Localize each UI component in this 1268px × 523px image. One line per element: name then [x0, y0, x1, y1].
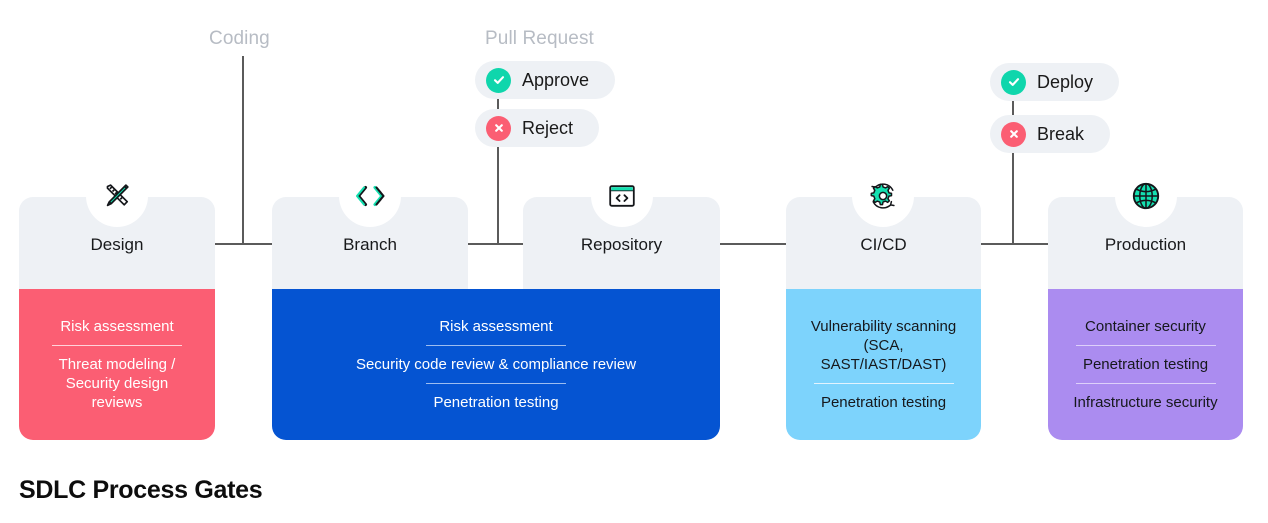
gate-separator: [813, 383, 954, 385]
gate-item: Vulnerability scanning (SCA, SAST/IAST/D…: [810, 317, 957, 373]
pill-break[interactable]: Break: [990, 115, 1111, 153]
pill-label-approve: Approve: [522, 69, 590, 90]
connector-coding-vertical: [242, 56, 244, 244]
code-window-icon: [596, 170, 648, 222]
gear-refresh-icon: [857, 170, 909, 222]
phase-label-pull-request: Pull Request: [485, 28, 594, 49]
pill-deploy[interactable]: Deploy: [990, 63, 1120, 101]
gate-item: Infrastructure security: [1073, 394, 1218, 412]
pill-label-reject: Reject: [522, 117, 574, 138]
pill-label-deploy: Deploy: [1037, 71, 1094, 92]
connector-repository-cicd: [720, 243, 786, 245]
stage-card-production[interactable]: Production: [1048, 197, 1243, 289]
x-circle-icon: [1001, 121, 1026, 147]
stage-body-production: Container security Penetration testing I…: [1048, 289, 1243, 440]
gate-separator: [1075, 383, 1216, 385]
gate-separator: [426, 344, 566, 346]
page-title: SDLC Process Gates: [19, 476, 263, 504]
gate-separator: [426, 383, 566, 385]
gate-separator: [52, 344, 182, 346]
stage-title-branch: Branch: [343, 235, 397, 254]
stage-title-cicd: CI/CD: [860, 235, 907, 254]
globe-icon: [1120, 170, 1172, 222]
pill-reject[interactable]: Reject: [475, 109, 600, 147]
gate-item: Penetration testing: [433, 394, 559, 412]
gate-item: Container security: [1085, 317, 1206, 335]
check-circle-icon: [1001, 69, 1026, 95]
gate-item: Penetration testing: [820, 394, 947, 412]
phase-label-coding: Coding: [209, 28, 270, 49]
check-circle-icon: [486, 67, 511, 93]
code-brackets-icon: [344, 170, 396, 222]
connector-cicd-production: [981, 243, 1048, 245]
stage-body-cicd: Vulnerability scanning (SCA, SAST/IAST/D…: [786, 289, 981, 440]
gate-item: Penetration testing: [1082, 355, 1209, 373]
connector-deploy-break-vertical: [1012, 64, 1014, 244]
gate-separator: [1075, 344, 1216, 346]
gate-item: Threat modeling / Security design review…: [58, 355, 176, 412]
pencil-ruler-icon: [91, 170, 143, 222]
gate-item: Security code review & compliance review: [355, 355, 637, 373]
stage-title-repository: Repository: [580, 235, 663, 254]
stage-title-production: Production: [1104, 235, 1187, 254]
connector-branch-repository: [468, 243, 523, 245]
x-circle-icon: [486, 115, 511, 141]
stage-title-design: Design: [90, 235, 144, 254]
stage-body-design: Risk assessment Threat modeling / Securi…: [19, 289, 215, 440]
connector-design-branch: [215, 243, 272, 245]
pill-approve[interactable]: Approve: [475, 61, 616, 99]
pill-label-break: Break: [1037, 123, 1085, 144]
gate-item: Risk assessment: [60, 317, 174, 335]
connector-pull-request-vertical: [497, 62, 499, 244]
gate-item: Risk assessment: [439, 317, 553, 335]
stage-body-branch-repository: Risk assessment Security code review & c…: [272, 289, 720, 440]
